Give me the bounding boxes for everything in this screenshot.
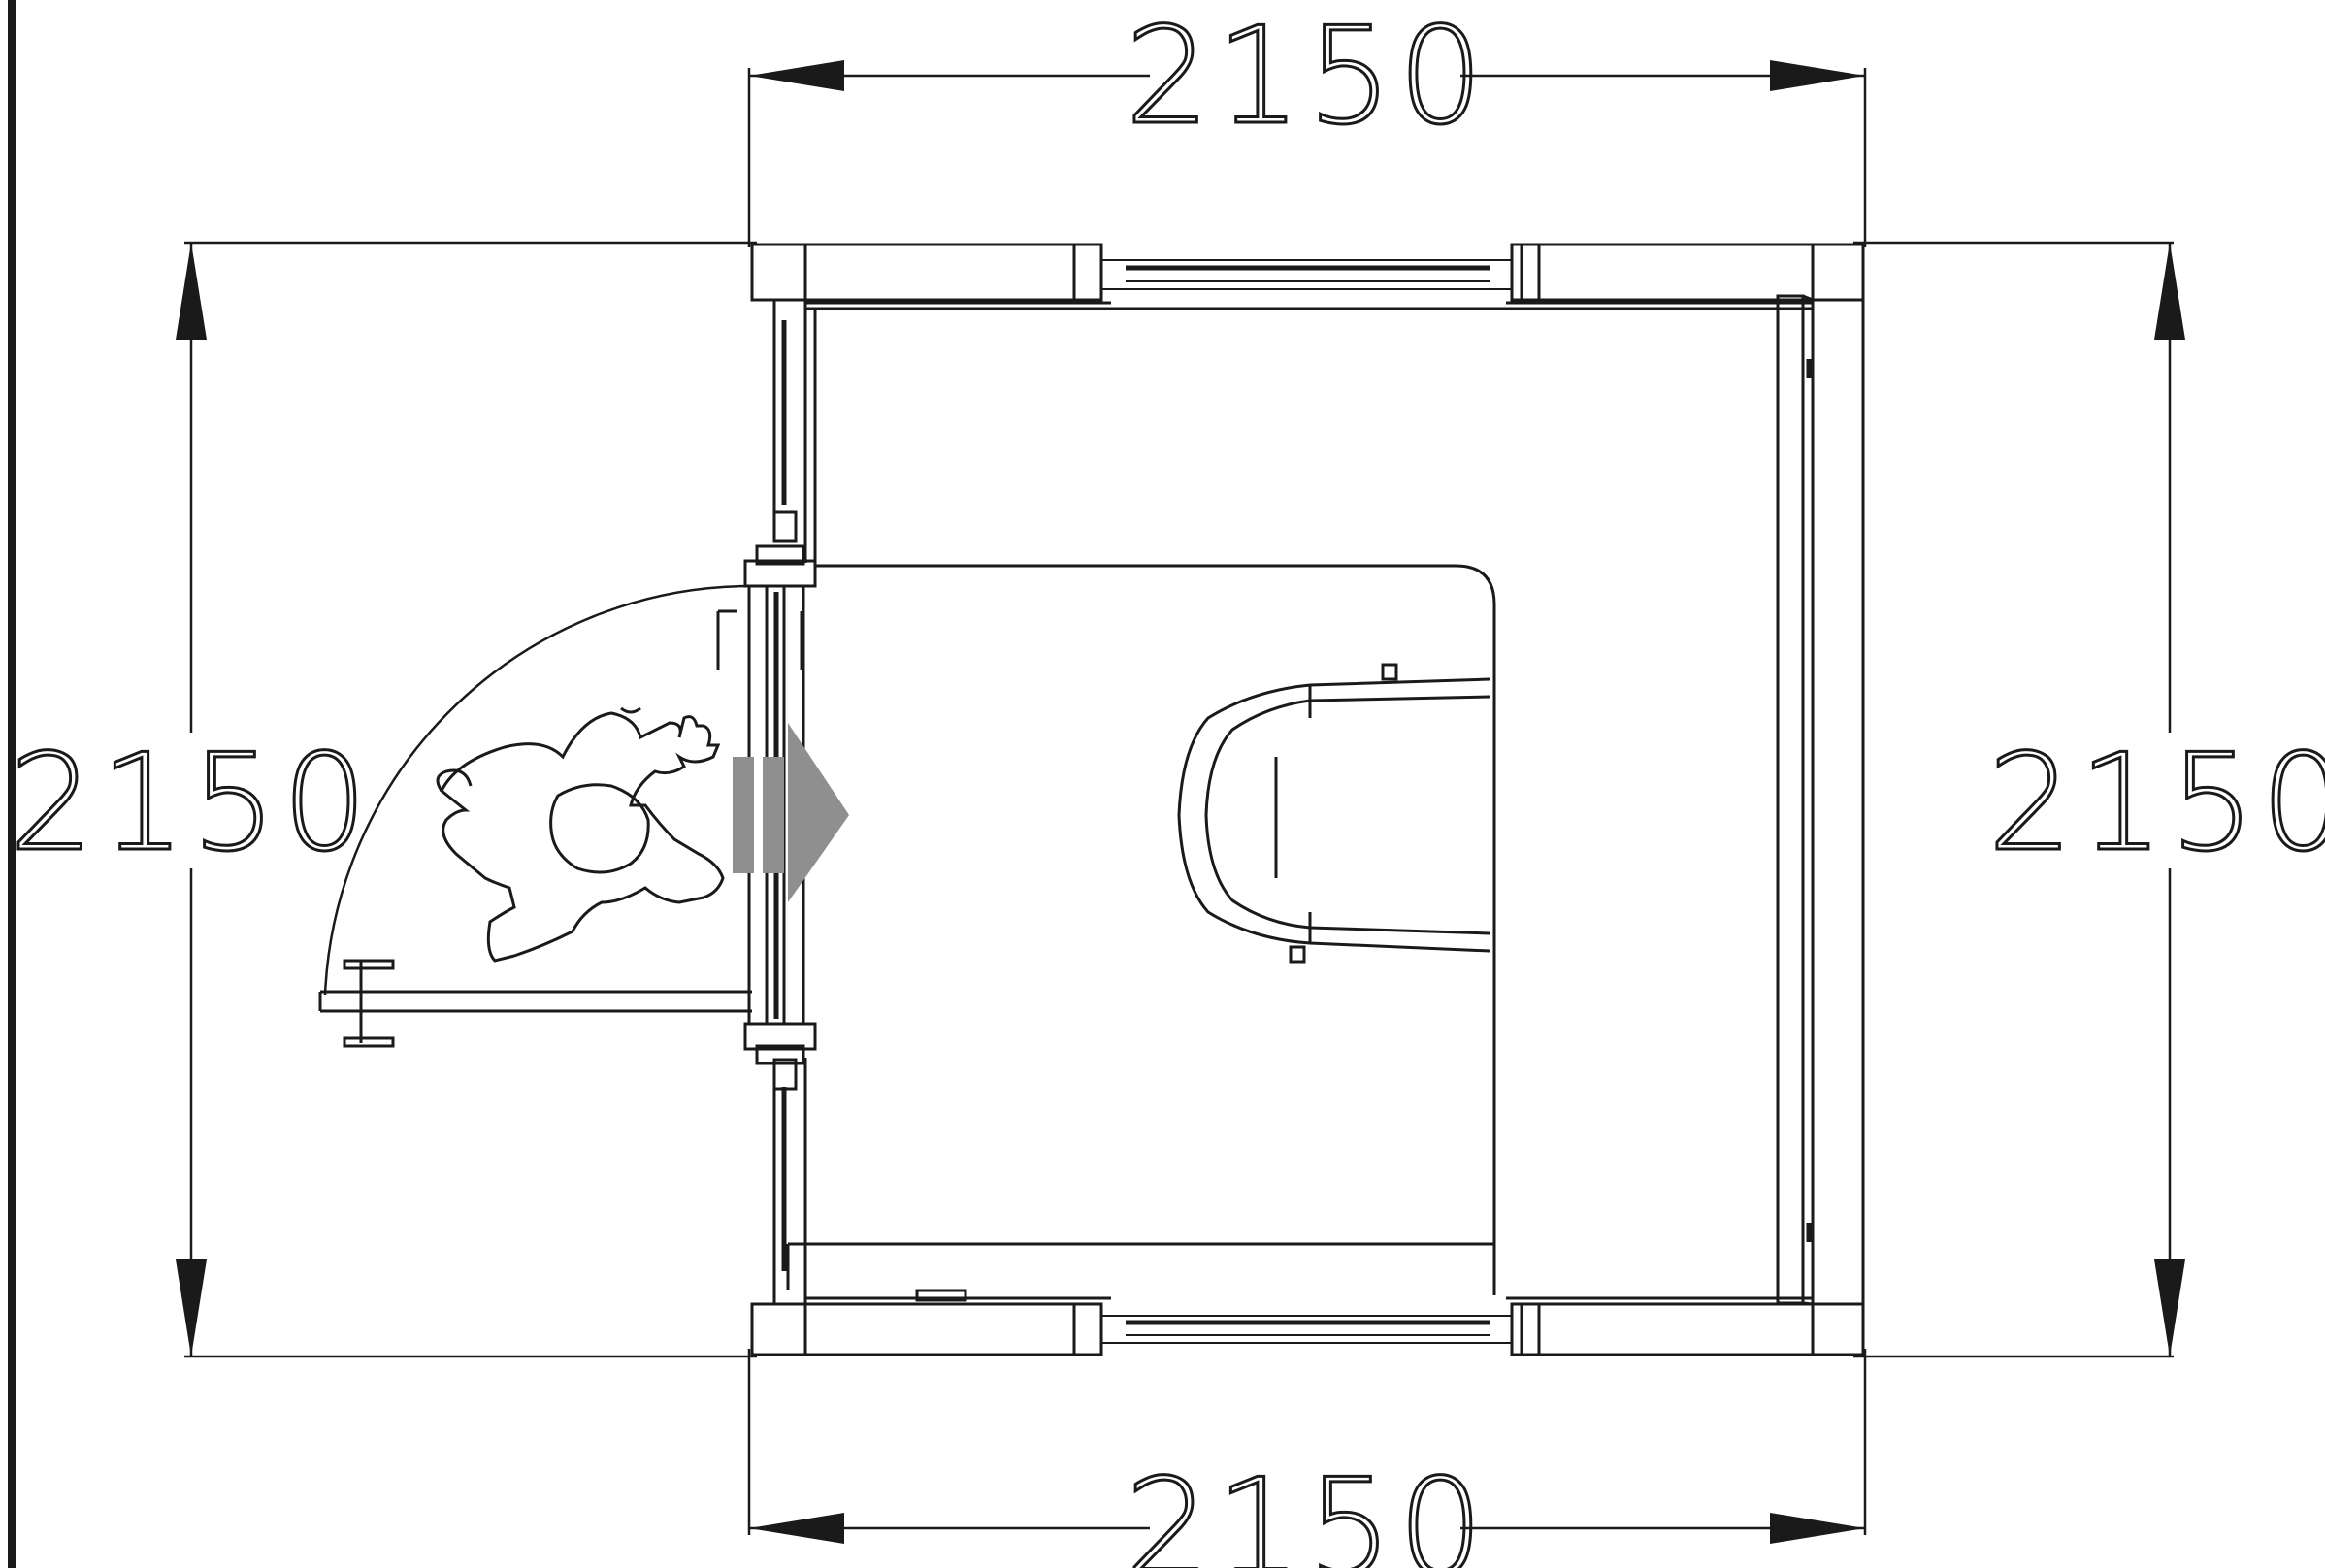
dimension-right-label: 2150	[1987, 725, 2325, 881]
cabin-frame	[750, 243, 1865, 1356]
extension-lines	[184, 68, 2174, 1535]
dimension-bottom: 2150	[749, 1449, 1865, 1568]
dimension-top-label: 2150	[1125, 0, 1489, 154]
dimension-bottom-label: 2150	[1125, 1450, 1489, 1568]
dimension-right: 2150	[1986, 243, 2325, 1356]
person-top-view-icon	[436, 706, 725, 963]
chair-icon	[1177, 663, 1490, 964]
arrow-right-icon	[733, 723, 849, 902]
dimension-top: 2150	[749, 0, 1865, 156]
dimension-left: 2150	[8, 243, 373, 1356]
dimension-left-label: 2150	[9, 725, 373, 881]
inner-booth	[786, 564, 1496, 1302]
